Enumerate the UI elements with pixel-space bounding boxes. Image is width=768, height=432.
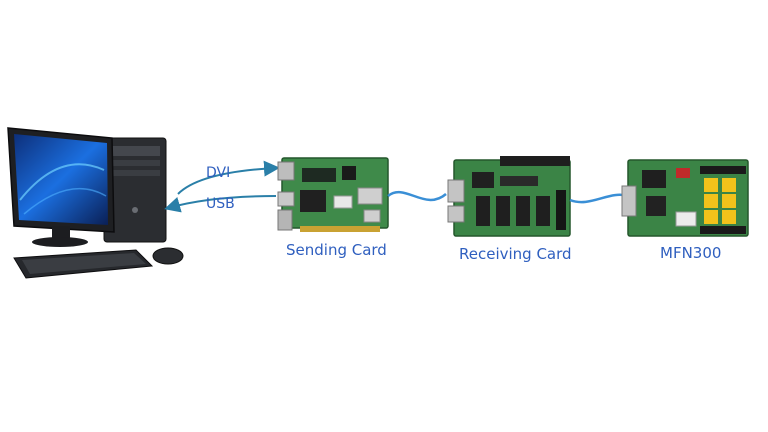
usb-link-arrow: [164, 195, 277, 213]
sending-card-label: Sending Card: [286, 241, 387, 259]
cable-sending-to-receiving: [387, 190, 447, 202]
mfn300-label: MFN300: [660, 244, 722, 262]
dvi-link-arrow: [177, 160, 280, 195]
mfn300-board-icon: [621, 159, 749, 237]
desktop-computer-icon: [7, 127, 184, 279]
receiving-card-board-icon: [447, 156, 571, 237]
usb-label: USB: [206, 196, 235, 212]
dvi-label: DVI: [206, 165, 231, 181]
receiving-card-label: Receiving Card: [459, 245, 572, 263]
sending-card-board-icon: [277, 157, 389, 232]
cable-receiving-to-mfn300: [569, 193, 629, 204]
